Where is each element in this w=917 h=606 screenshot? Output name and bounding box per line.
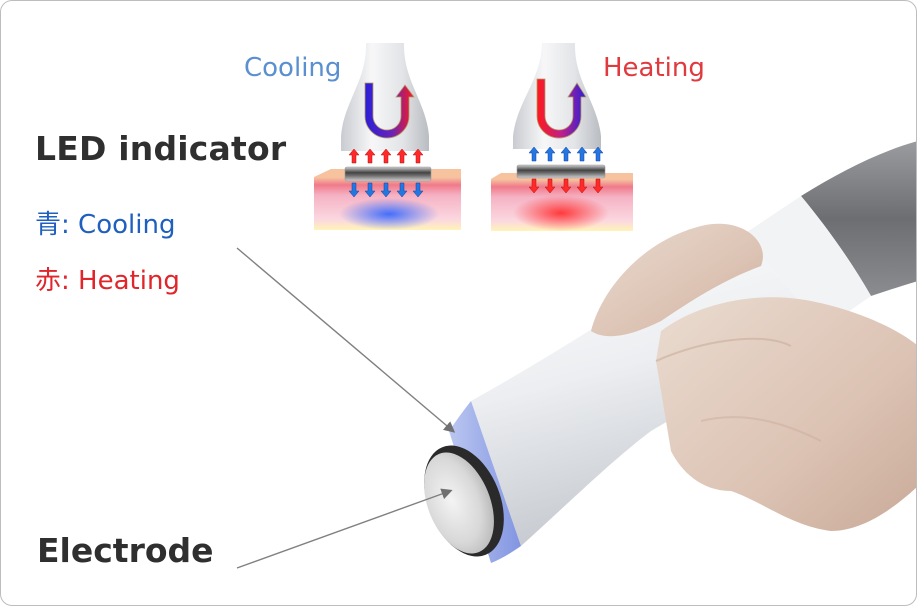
heating-diagram	[491, 43, 633, 231]
led-indicator-label: LED indicator	[35, 129, 287, 168]
legend-heating-text: Heating	[78, 266, 180, 296]
cooling-mode-title: Cooling	[244, 53, 342, 83]
legend-heating-kanji: 赤	[35, 266, 62, 296]
handpiece	[424, 141, 916, 563]
legend-cooling: 青: Cooling	[35, 204, 175, 241]
gloved-hand	[591, 223, 916, 531]
electrode-leader-line	[236, 488, 453, 569]
legend-cooling-text: Cooling	[78, 210, 176, 240]
led-leader-line	[236, 247, 456, 433]
electrode-label: Electrode	[37, 531, 214, 570]
legend-separator: :	[61, 210, 70, 240]
cooling-diagram	[314, 43, 461, 230]
legend-cooling-kanji: 青	[35, 210, 62, 240]
legend-separator: :	[61, 266, 70, 296]
legend-heating: 赤: Heating	[35, 260, 180, 297]
heating-mode-title: Heating	[603, 53, 705, 83]
